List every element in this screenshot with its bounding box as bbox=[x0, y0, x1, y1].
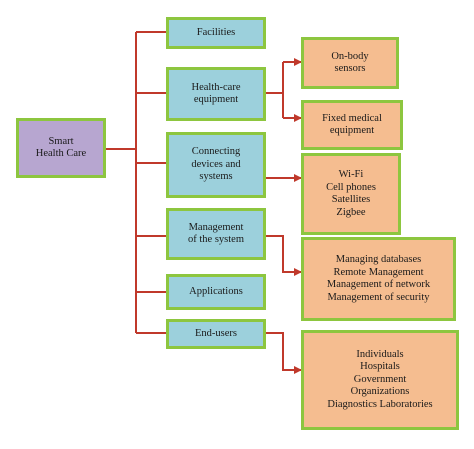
category-label: Facilities bbox=[196, 26, 236, 38]
detail-label: Satellites bbox=[331, 194, 371, 205]
category-management-of-system: Management of the system bbox=[166, 208, 266, 260]
detail-label: Government bbox=[353, 373, 407, 385]
detail-label: equipment bbox=[329, 125, 375, 136]
category-label: Health-care bbox=[191, 81, 241, 93]
category-label: Applications bbox=[189, 285, 243, 297]
detail-label: Zigbee bbox=[336, 206, 366, 218]
detail-label: Organizations bbox=[350, 386, 410, 398]
detail-management-functions: Managing databases Remote Management Man… bbox=[301, 237, 456, 321]
detail-label: Individuals bbox=[356, 348, 404, 360]
category-label: End-users bbox=[195, 327, 237, 339]
detail-end-user-types: Individuals Hospitals Government Organiz… bbox=[301, 330, 459, 430]
root-smart-health-care: Smart Health Care bbox=[16, 118, 106, 178]
category-health-care-equipment: Health-care equipment bbox=[166, 67, 266, 121]
category-facilities: Facilities bbox=[166, 17, 266, 49]
detail-label: Wi-Fi bbox=[338, 169, 364, 180]
root-line-2: Health Care bbox=[35, 148, 87, 159]
arrow-end-users bbox=[266, 332, 302, 374]
detail-label: Management of security bbox=[327, 291, 430, 303]
category-end-users: End-users bbox=[166, 319, 266, 349]
category-label: of the system bbox=[188, 234, 244, 245]
detail-label: sensors bbox=[334, 63, 366, 74]
detail-label: Fixed medical bbox=[322, 112, 382, 124]
arrow-management bbox=[266, 235, 302, 276]
detail-fixed-medical-equipment: Fixed medical equipment bbox=[301, 100, 403, 150]
category-label: systems bbox=[199, 171, 233, 183]
detail-label: Management of network bbox=[326, 279, 431, 290]
detail-connectivity-options: Wi-Fi Cell phones Satellites Zigbee bbox=[301, 153, 401, 235]
detail-label: Remote Management bbox=[333, 266, 424, 278]
detail-on-body-sensors: On-body sensors bbox=[301, 37, 399, 89]
category-applications: Applications bbox=[166, 274, 266, 310]
detail-label: Managing databases bbox=[335, 254, 422, 265]
root-line-1: Smart bbox=[48, 135, 74, 147]
detail-label: Hospitals bbox=[360, 361, 400, 373]
category-label: Management bbox=[188, 221, 244, 233]
category-label: equipment bbox=[193, 94, 239, 105]
category-label: devices and bbox=[191, 158, 241, 170]
category-label: Connecting bbox=[191, 146, 241, 158]
detail-label: Cell phones bbox=[326, 181, 376, 193]
detail-label: Diagnostics Laboratories bbox=[327, 398, 433, 410]
detail-label: On-body bbox=[331, 50, 369, 62]
category-connecting-devices: Connecting devices and systems bbox=[166, 132, 266, 198]
